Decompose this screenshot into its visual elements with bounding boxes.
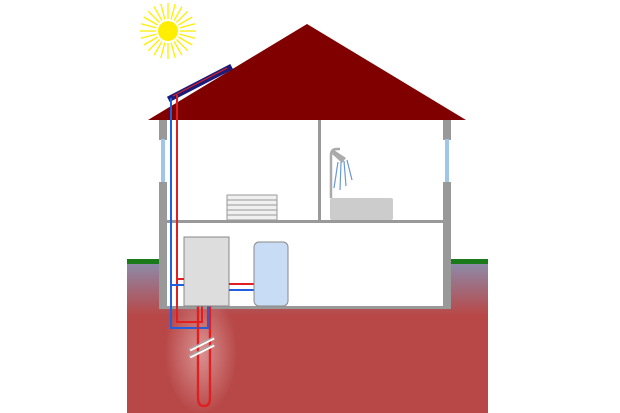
solar-panel-hot-strip [172, 67, 228, 97]
left-wall-lower [159, 182, 167, 308]
sun-ray [143, 16, 158, 26]
sun-ray [176, 10, 189, 23]
probe-break-mark-2 [189, 343, 215, 359]
shower-head-icon [332, 150, 346, 163]
radiator-icon [226, 194, 278, 221]
borehole-probe-icon [196, 306, 212, 408]
sun-ray [173, 6, 183, 21]
left-window [161, 139, 165, 183]
roof [148, 24, 466, 120]
sun-ray [173, 41, 183, 56]
shower-icon [329, 147, 340, 198]
radiator-frame [226, 194, 278, 221]
sun-disc [158, 21, 178, 41]
shower-water [333, 159, 353, 191]
bathtub-icon [330, 198, 393, 220]
right-wall-lower [443, 182, 451, 308]
ground-floor [159, 306, 451, 309]
sun-ray [170, 3, 176, 20]
probe-break-mark-2-line [189, 343, 215, 357]
water-streak [339, 161, 342, 191]
sun-ray [179, 23, 196, 29]
middle-floor [163, 220, 446, 223]
probe-break-mark-1 [189, 336, 215, 352]
right-wall-upper [443, 120, 451, 140]
sun-ray [160, 3, 166, 20]
sun-ray [140, 23, 157, 29]
solar-pipe-cold [170, 98, 209, 329]
grass-right [447, 259, 488, 264]
heat-pump-icon [183, 236, 230, 307]
grass-left [127, 259, 163, 264]
left-wall-upper [159, 120, 167, 140]
sun-ray [178, 36, 193, 46]
water-streak [333, 161, 339, 189]
probe-break-mark-1-line [189, 336, 215, 350]
sun-ray [147, 39, 160, 52]
sun-icon [140, 3, 196, 59]
sun-ray [176, 39, 189, 52]
interior-wall [318, 120, 321, 220]
sun-ray [178, 16, 193, 26]
sun-ray [140, 33, 157, 39]
sun-ray [147, 10, 160, 23]
sun-ray [153, 6, 163, 21]
storage-tank-icon [253, 241, 289, 307]
right-window [445, 139, 449, 183]
water-streak [343, 160, 347, 187]
water-streak [346, 159, 353, 181]
sun-ray [170, 42, 176, 59]
sun-ray [160, 42, 166, 59]
sun-ray [153, 41, 163, 56]
sun-ray [179, 33, 196, 39]
solar-panel-icon [166, 63, 234, 103]
solar-pipe-hot [176, 95, 203, 323]
sun-ray [143, 36, 158, 46]
